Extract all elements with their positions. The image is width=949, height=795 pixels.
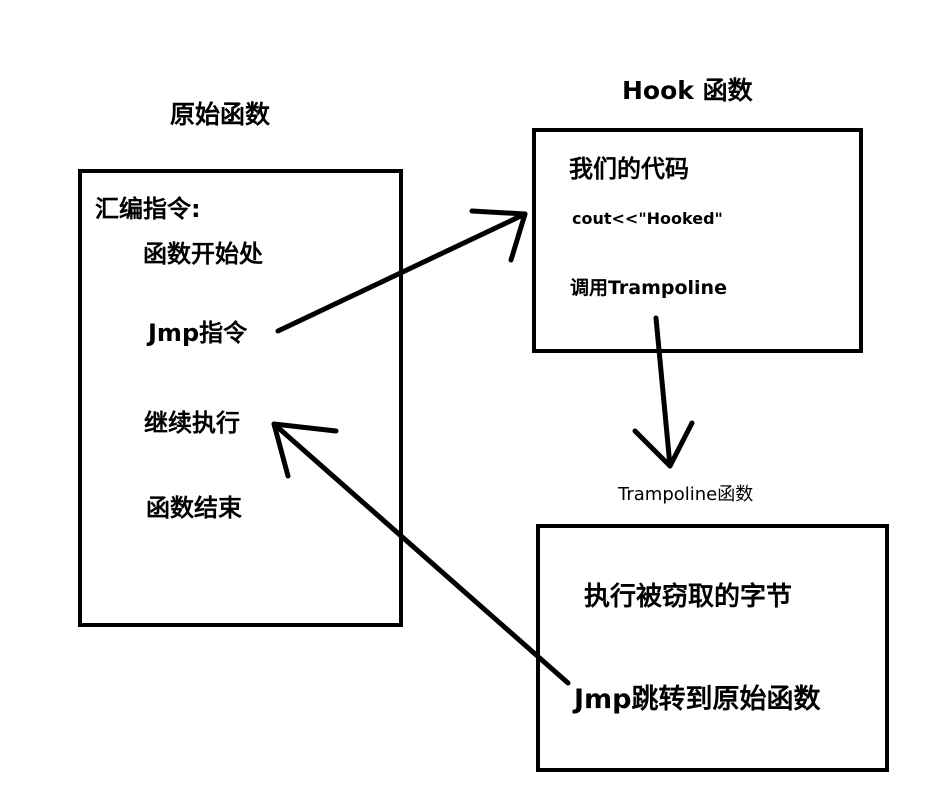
hook-function-box	[532, 128, 863, 353]
execute-stolen-bytes-text: 执行被窃取的字节	[584, 582, 793, 612]
arrowhead-continue	[271, 421, 339, 479]
arrowhead-trampoline	[632, 420, 695, 469]
trampoline-function-title: Trampoline函数	[618, 484, 754, 505]
trampoline-function-box	[536, 524, 889, 772]
asm-instructions-label: 汇编指令:	[95, 195, 201, 223]
function-end-text: 函数结束	[146, 494, 242, 522]
hook-function-title: Hook 函数	[622, 76, 753, 105]
continue-execution-text: 继续执行	[144, 409, 240, 437]
arrow-hook-to-trampoline	[653, 315, 673, 469]
jmp-instruction-text: Jmp指令	[148, 319, 248, 347]
arrow-jmp-to-hook	[275, 211, 528, 334]
call-trampoline-text: 调用Trampoline	[570, 277, 727, 299]
original-function-title: 原始函数	[170, 100, 271, 129]
cout-hooked-code: cout<<"Hooked"	[572, 209, 723, 228]
arrowhead-hook	[469, 208, 528, 263]
arrow-trampoline-to-continue	[271, 421, 571, 686]
original-function-box	[78, 169, 403, 627]
our-code-text: 我们的代码	[569, 155, 689, 183]
jmp-to-original-text: Jmp跳转到原始函数	[574, 684, 821, 715]
function-start-text: 函数开始处	[143, 240, 263, 268]
